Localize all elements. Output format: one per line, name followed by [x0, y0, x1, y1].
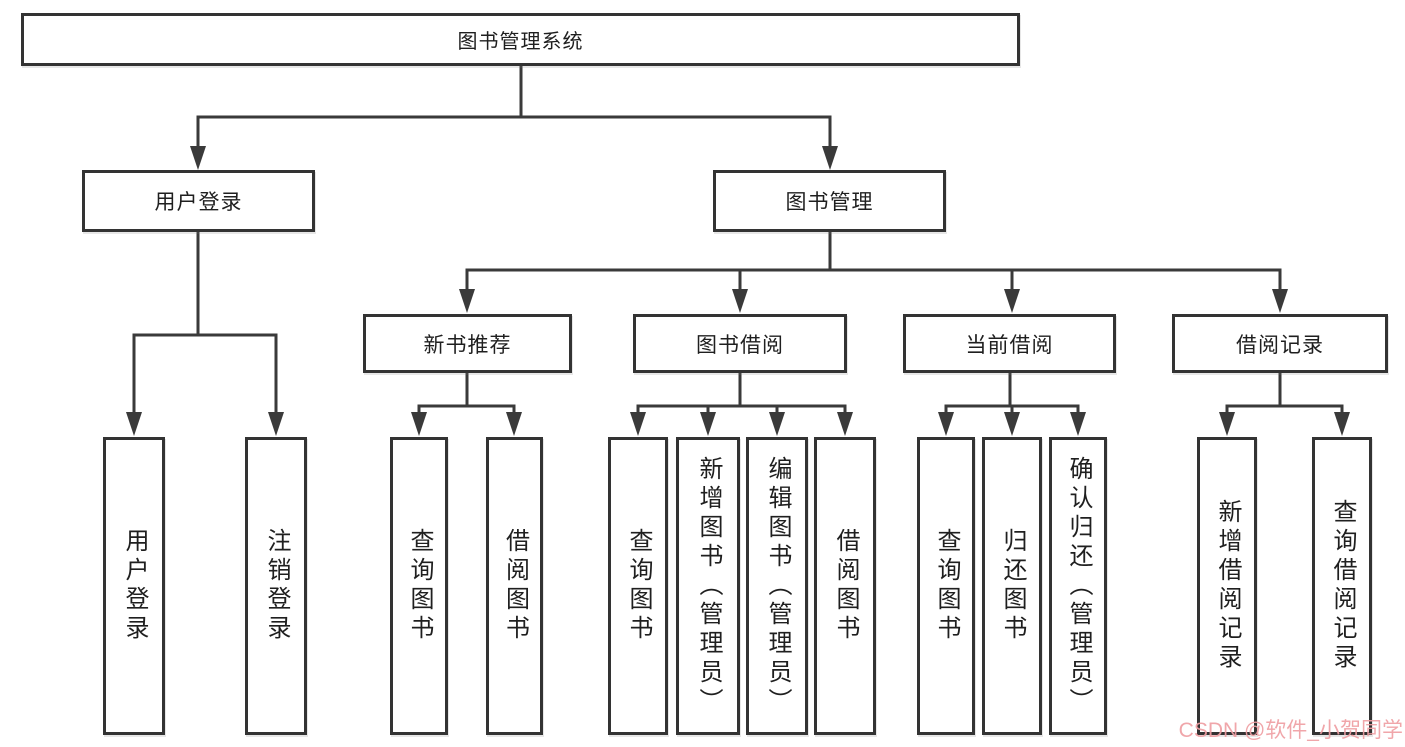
node-label: 用户登录 [121, 528, 148, 644]
connector-book-mgmt-to-level3 [465, 230, 1282, 294]
leaf-query-borrow-record: 查询借阅记录 [1312, 437, 1372, 735]
arrow-down-icon [732, 289, 748, 313]
node-label: 借阅图书 [832, 528, 859, 644]
arrow-down-icon [1070, 412, 1086, 436]
leaf-user-login: 用户登录 [103, 437, 165, 735]
leaf-edit-books-admin: 编辑图书（管理员） [746, 437, 808, 735]
node-label: 注销登录 [263, 528, 290, 644]
arrow-down-icon [459, 289, 475, 313]
node-borrowing-records: 借阅记录 [1172, 314, 1388, 373]
leaf-query-books-1: 查询图书 [390, 437, 448, 735]
arrow-down-icon [1272, 289, 1288, 313]
arrow-down-icon [268, 412, 284, 436]
node-label: 借阅记录 [1236, 333, 1324, 357]
leaf-borrow-books-2: 借阅图书 [814, 437, 876, 735]
node-book-management-system: 图书管理系统 [21, 13, 1020, 66]
leaf-add-books-admin: 新增图书（管理员） [676, 437, 740, 735]
arrow-down-icon [506, 412, 522, 436]
node-current-borrowing: 当前借阅 [903, 314, 1116, 373]
arrow-down-icon [837, 412, 853, 436]
leaf-return-books: 归还图书 [982, 437, 1042, 735]
node-label: 借阅图书 [501, 528, 529, 644]
leaf-confirm-return-admin: 确认归还（管理员） [1049, 437, 1107, 735]
leaf-borrow-books-1: 借阅图书 [486, 437, 543, 735]
node-label: 图书管理系统 [457, 31, 584, 53]
arrow-down-icon [700, 412, 716, 436]
node-label: 归还图书 [999, 528, 1026, 644]
node-new-book-recommend: 新书推荐 [363, 314, 572, 373]
arrow-down-icon [630, 412, 646, 436]
arrow-down-icon [822, 146, 838, 170]
arrow-down-icon [1004, 412, 1020, 436]
node-label: 查询借阅记录 [1329, 499, 1356, 673]
node-label: 当前借阅 [965, 333, 1054, 357]
node-label: 图书管理 [785, 191, 874, 214]
arrowheads [126, 146, 1350, 436]
node-book-borrowing: 图书借阅 [633, 314, 847, 373]
connector-borrow-records-subtree [1225, 371, 1344, 418]
arrow-down-icon [126, 412, 142, 436]
node-label: 新增图书（管理员） [695, 455, 722, 717]
connector-root-to-level2 [196, 65, 832, 152]
arrow-down-icon [769, 412, 785, 436]
node-label: 查询图书 [625, 528, 652, 644]
node-label: 新增借阅记录 [1214, 499, 1241, 673]
arrow-down-icon [938, 412, 954, 436]
leaf-logout: 注销登录 [245, 437, 307, 735]
node-label: 查询图书 [933, 528, 960, 644]
node-label: 新书推荐 [423, 333, 512, 357]
node-label: 图书借阅 [696, 333, 784, 357]
node-label: 用户登录 [154, 191, 243, 214]
arrow-down-icon [190, 146, 206, 170]
node-book-management: 图书管理 [713, 170, 946, 232]
arrow-down-icon [1219, 412, 1235, 436]
arrow-down-icon [1004, 289, 1020, 313]
leaf-add-borrow-record: 新增借阅记录 [1197, 437, 1257, 735]
connector-current-borrow-subtree [944, 371, 1080, 418]
connector-user-login-subtree [132, 230, 278, 418]
leaf-query-books-2: 查询图书 [608, 437, 668, 735]
connector-book-borrow-subtree [636, 371, 847, 418]
leaf-query-books-3: 查询图书 [917, 437, 975, 735]
arrow-down-icon [411, 412, 427, 436]
node-label: 查询图书 [406, 528, 433, 644]
csdn-watermark: CSDN @软件_小贺同学 [1178, 719, 1403, 742]
connector-new-book-subtree [417, 371, 516, 418]
node-label: 确认归还（管理员） [1065, 455, 1092, 717]
arrow-down-icon [1334, 412, 1350, 436]
node-user-login: 用户登录 [82, 170, 315, 232]
node-label: 编辑图书（管理员） [764, 455, 791, 717]
